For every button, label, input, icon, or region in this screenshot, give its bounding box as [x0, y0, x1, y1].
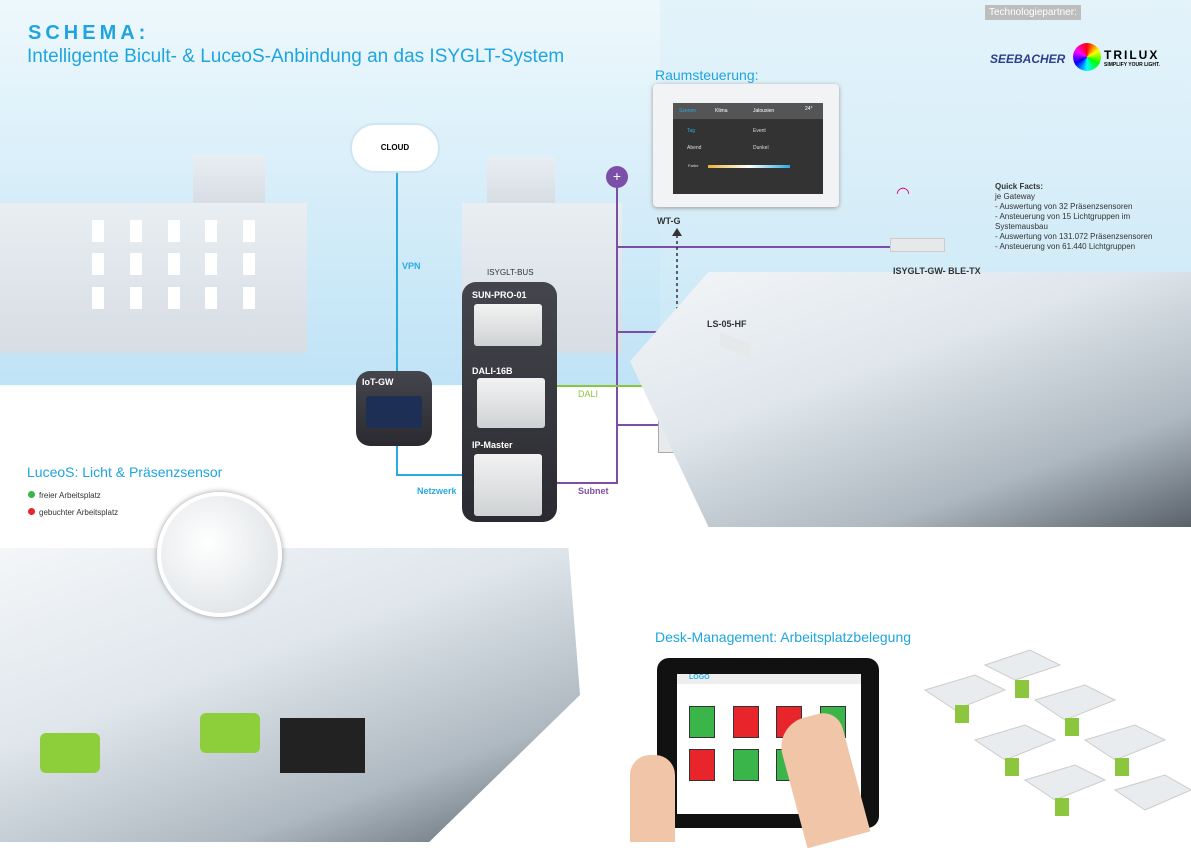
- legend-free: freier Arbeitsplatz: [28, 491, 101, 500]
- raumsteuerung-heading: Raumsteuerung:: [655, 67, 759, 83]
- seebacher-logo: SEEBACHER: [990, 52, 1066, 66]
- building-tower: [487, 157, 555, 203]
- temperature: 24°: [805, 106, 813, 112]
- quick-facts: Quick Facts: je Gateway - Auswertung von…: [995, 182, 1185, 252]
- touch-panel: Szenen Klima Jalousien 24° Tag Event Abe…: [653, 84, 839, 207]
- office-photo: [630, 272, 1191, 527]
- subnet-line: [555, 185, 618, 484]
- plus-icon[interactable]: +: [606, 166, 628, 188]
- dali16b-label: DALI-16B: [472, 366, 513, 376]
- schema-title: SCHEMA:: [28, 22, 150, 44]
- hand-left: [630, 755, 675, 842]
- color-slider[interactable]: [708, 165, 790, 168]
- fact-item: Auswertung von 32 Präsenzsensoren: [999, 202, 1133, 211]
- building-left: [0, 203, 307, 353]
- iot-gw-panel: IoT-GW: [356, 371, 432, 446]
- magnifier-sensor-closeup: [157, 492, 282, 617]
- iot-device: [366, 396, 422, 428]
- fact-item: Ansteuerung von 15 Lichtgruppen im Syste…: [995, 212, 1131, 231]
- quick-facts-title: Quick Facts:: [995, 182, 1044, 191]
- fact-item: Auswertung von 131.072 Präsenzsensoren: [999, 232, 1153, 241]
- subnet-label: Subnet: [578, 486, 609, 496]
- scene-dunkel[interactable]: Dunkel: [753, 145, 769, 151]
- netzwerk-label: Netzwerk: [417, 486, 457, 496]
- desk-heading: Desk-Management: Arbeitsplatzbelegung: [655, 629, 912, 645]
- partner-label: Technologiepartner:: [985, 5, 1081, 20]
- quick-facts-subtitle: je Gateway: [995, 192, 1036, 201]
- wifi-icon: ◠: [896, 185, 910, 202]
- building-tower: [193, 155, 265, 203]
- ipmaster-device: [474, 454, 542, 516]
- wtg-label: WT-G: [657, 216, 681, 226]
- isyglt-bus-panel: SUN-PRO-01 DALI-16B IP-Master: [462, 282, 557, 522]
- ipmaster-label: IP-Master: [472, 440, 513, 450]
- page-subtitle: Intelligente Bicult- & LuceoS-Anbindung …: [27, 46, 565, 67]
- desk-free[interactable]: [689, 706, 715, 738]
- cloud: CLOUD: [350, 123, 440, 173]
- trilux-tagline: SIMPLIFY YOUR LIGHT.: [1104, 62, 1160, 68]
- tab-jalousien[interactable]: Jalousien: [753, 108, 775, 114]
- desk-illustration: [923, 649, 1191, 816]
- legend-label: freier Arbeitsplatz: [39, 491, 101, 500]
- iot-label: IoT-GW: [362, 377, 394, 387]
- tablet-logo: LOGO: [677, 674, 861, 684]
- scene-tag[interactable]: Tag: [687, 128, 696, 134]
- desk-booked[interactable]: [733, 706, 759, 738]
- tab-klima[interactable]: Klima: [715, 108, 728, 114]
- touch-screen[interactable]: Szenen Klima Jalousien 24° Tag Event Abe…: [673, 103, 823, 194]
- sun-pro-label: SUN-PRO-01: [472, 290, 527, 300]
- desk-free[interactable]: [733, 749, 759, 781]
- tab-szenen[interactable]: Szenen: [679, 108, 696, 114]
- luceos-heading: LuceoS: Licht & Präsenzsensor: [27, 464, 223, 480]
- dali-label: DALI: [578, 389, 599, 399]
- legend-booked: gebuchter Arbeitsplatz: [28, 508, 118, 517]
- scene-event[interactable]: Event: [753, 128, 766, 134]
- vpn-line: [396, 170, 478, 476]
- trilux-logo: TRILUX: [1104, 48, 1160, 62]
- scene-abend[interactable]: Abend: [687, 145, 702, 151]
- ble-tx-label: ISYGLT-GW- BLE-TX: [893, 266, 981, 276]
- desk-booked[interactable]: [689, 749, 715, 781]
- ls05-label: LS-05-HF: [707, 319, 747, 329]
- sun-pro-device: [474, 304, 542, 346]
- trilux-logo-icon: [1073, 43, 1101, 71]
- ble-tx-device: [890, 238, 945, 252]
- bus-label: ISYGLT-BUS: [487, 268, 534, 277]
- legend-label: gebuchter Arbeitsplatz: [39, 508, 119, 517]
- vpn-label: VPN: [402, 261, 421, 271]
- dali16b-device: [477, 378, 545, 428]
- fact-item: Ansteuerung von 61.440 Lichtgruppen: [999, 242, 1136, 251]
- slider-label: Farbe: [688, 163, 699, 168]
